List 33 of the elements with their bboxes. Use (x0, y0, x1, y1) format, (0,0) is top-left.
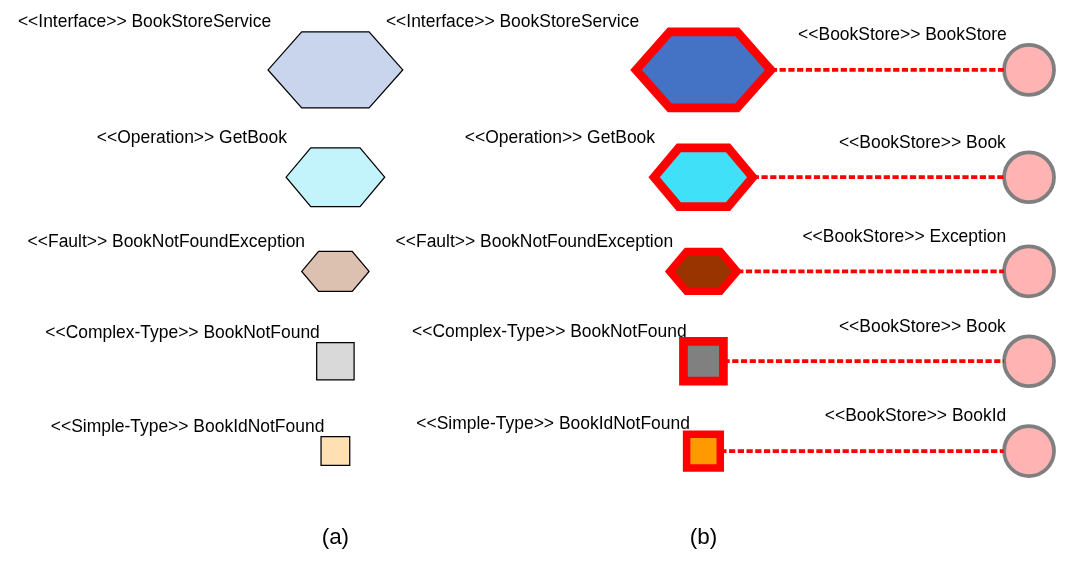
connector (737, 269, 1004, 274)
node-label: <<Fault>> BookNotFoundException (395, 230, 674, 251)
node-label: <<Simple-Type>> BookIdNotFound (50, 415, 325, 436)
node-box (679, 336, 728, 386)
node-hexagon (300, 250, 370, 292)
node-label: <<BookStore>> BookId (824, 405, 1007, 426)
node-label: <<BookStore>> Exception (802, 225, 1007, 246)
node-label: <<Operation>> GetBook (464, 127, 656, 148)
node-circle (1002, 334, 1056, 389)
node-label: <<BookStore>> Book (838, 315, 1006, 336)
node-circle (1002, 424, 1056, 478)
node-label: <<Complex-Type>> BookNotFound (45, 321, 320, 342)
node-label: <<Operation>> GetBook (96, 127, 288, 148)
node-hexagon (648, 143, 759, 211)
node-label: <<Complex-Type>> BookNotFound (412, 320, 687, 341)
node-hexagon (267, 31, 404, 109)
node-label: <<Interface>> BookStoreService (385, 11, 640, 32)
node-box (320, 436, 351, 467)
node-circle (1002, 244, 1056, 299)
node-box (682, 430, 724, 472)
label: (a) (321, 523, 350, 549)
node-box (316, 341, 355, 381)
node-label: <<Fault>> BookNotFoundException (27, 230, 306, 251)
connector (770, 68, 1004, 72)
node-circle (1002, 150, 1056, 205)
node-label: <<BookStore>> BookStore (798, 24, 1007, 45)
node-label: <<Interface>> BookStoreService (17, 11, 272, 32)
label: (b) (689, 523, 718, 549)
node-hexagon (630, 27, 777, 113)
node-hexagon (285, 147, 386, 208)
node-label: <<BookStore>> Book (838, 131, 1006, 152)
node-circle (1002, 43, 1056, 97)
node-label: <<Simple-Type>> BookIdNotFound (416, 413, 690, 434)
